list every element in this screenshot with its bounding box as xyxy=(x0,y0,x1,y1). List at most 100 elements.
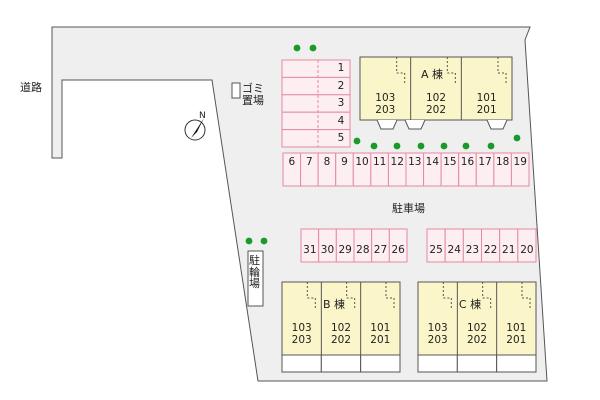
parking-space-number: 30 xyxy=(320,243,335,256)
balcony-strip xyxy=(417,354,458,373)
parking-space-number: 24 xyxy=(447,243,461,256)
parking-space-number: 6 xyxy=(288,155,296,168)
bicycle-parking-area xyxy=(247,250,264,307)
parking-space-number: 14 xyxy=(425,155,440,168)
unit-number: 102 xyxy=(330,321,352,334)
tree-group xyxy=(245,44,521,245)
parking-space-number: 3 xyxy=(337,97,345,110)
balcony-strip xyxy=(360,354,401,373)
parking-space-number: 2 xyxy=(337,79,345,92)
parking-space-number: 4 xyxy=(337,114,345,127)
stairwell-outline xyxy=(497,57,507,83)
building-block xyxy=(359,56,513,121)
parking-space-number: 21 xyxy=(502,243,516,256)
parking-space-number: 22 xyxy=(483,243,498,256)
parking-space-number: 15 xyxy=(443,155,457,168)
parking-space-number: 25 xyxy=(429,243,443,256)
stairwell-outline xyxy=(442,282,452,308)
tree-icon xyxy=(370,142,378,150)
parking-space-number: 20 xyxy=(520,243,534,256)
unit-number: 101 xyxy=(506,321,527,334)
unit-number: 101 xyxy=(476,91,497,104)
building-name: C 棟 xyxy=(458,297,482,311)
parking-space-number: 13 xyxy=(408,155,422,168)
parking-lot-label: 駐車場 xyxy=(392,202,425,215)
unit-number: 201 xyxy=(370,333,391,346)
parking-space-number: 16 xyxy=(460,155,475,168)
unit-number: 102 xyxy=(425,91,446,104)
balcony-strip xyxy=(320,354,362,373)
entrance-step xyxy=(486,119,508,130)
unit-number: 203 xyxy=(291,333,312,346)
parking-space-number: 19 xyxy=(513,155,527,168)
tree-icon xyxy=(245,237,253,245)
parking-space-number: 10 xyxy=(355,155,369,168)
unit-number: 203 xyxy=(427,333,448,346)
parking-space-number: 23 xyxy=(465,243,480,256)
unit-number: 202 xyxy=(425,103,446,116)
parking-space-number: 28 xyxy=(356,243,370,256)
parking-space-number: 5 xyxy=(337,132,345,145)
stairwell-outline xyxy=(396,57,406,83)
unit-number: 201 xyxy=(476,103,497,116)
parking-space xyxy=(388,228,408,263)
tree-icon xyxy=(260,237,268,245)
parking-space-number: 18 xyxy=(495,155,510,168)
building-block xyxy=(417,281,537,356)
unit-number: 103 xyxy=(427,321,448,334)
parking-space-number: 12 xyxy=(390,155,404,168)
stairwell-outline xyxy=(346,282,356,308)
trash-area-label: ゴミ 置場 xyxy=(242,82,264,107)
stairwell-outline xyxy=(306,282,316,308)
parking-space-number: 11 xyxy=(372,155,387,168)
tree-icon xyxy=(487,142,495,150)
parking-space-number: 9 xyxy=(341,155,348,168)
unit-number: 102 xyxy=(466,321,488,334)
bicycle-parking-label: 駐 輪 場 xyxy=(249,254,260,291)
parking-space-number: 27 xyxy=(373,243,388,256)
stairwell-outline xyxy=(446,57,456,83)
balcony-strip xyxy=(496,354,537,373)
stairwell-outline xyxy=(385,282,395,308)
unit-number: 103 xyxy=(375,91,396,104)
building-name: A 棟 xyxy=(420,67,444,81)
unit-number: 201 xyxy=(506,333,527,346)
unit-number: 203 xyxy=(375,103,396,116)
parking-space-number: 1 xyxy=(337,62,345,75)
stairwell-outline xyxy=(521,282,531,308)
parking-space-number: 26 xyxy=(391,243,405,256)
entrance-step xyxy=(404,119,426,130)
road-label: 道路 xyxy=(20,81,42,94)
unit-number: 202 xyxy=(466,333,488,346)
building-block xyxy=(281,281,401,356)
parking-space-number: 8 xyxy=(323,155,331,168)
tree-icon xyxy=(293,44,301,52)
unit-number: 101 xyxy=(370,321,391,334)
parking-space xyxy=(281,129,351,148)
building-group xyxy=(281,56,537,373)
balcony-strip xyxy=(456,354,498,373)
north-arrow-icon xyxy=(184,118,206,141)
trash-area xyxy=(231,82,241,99)
unit-number: 103 xyxy=(291,321,312,334)
tree-icon xyxy=(513,134,521,142)
stairwell-outline xyxy=(482,282,492,308)
tree-icon xyxy=(393,142,401,150)
tree-icon xyxy=(440,142,448,150)
tree-icon xyxy=(309,44,317,52)
tree-icon xyxy=(462,142,470,150)
compass-letter: N xyxy=(199,111,206,121)
parking-space-number: 29 xyxy=(338,243,352,256)
tree-icon xyxy=(417,142,425,150)
parking-space xyxy=(510,152,530,187)
entrance-step xyxy=(376,119,398,130)
building-name: B 棟 xyxy=(322,297,346,311)
parking-space-number: 17 xyxy=(478,155,492,168)
balcony-strip xyxy=(281,354,322,373)
unit-number: 202 xyxy=(330,333,352,346)
parking-space xyxy=(517,228,537,263)
parking-group xyxy=(281,59,537,263)
parking-space-number: 31 xyxy=(303,243,317,256)
tree-icon xyxy=(353,137,361,145)
